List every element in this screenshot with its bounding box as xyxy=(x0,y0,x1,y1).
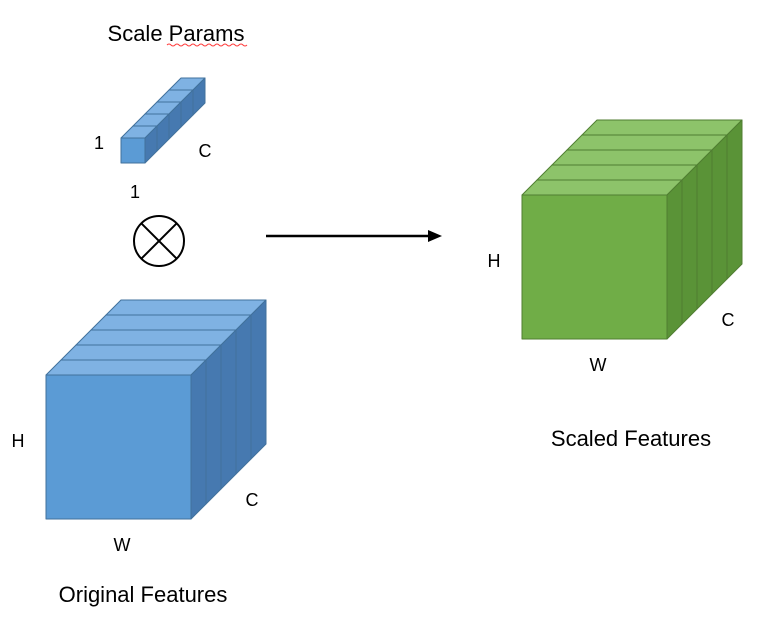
tensor-slice-side xyxy=(220,329,237,490)
tensor-slice-side xyxy=(666,179,683,340)
scale-params-height-label: 1 xyxy=(94,133,104,153)
tensor-slice-front xyxy=(45,374,192,520)
tensor-slice-top xyxy=(566,134,728,151)
tensor-slice-top xyxy=(521,179,683,196)
scale-params-tensor xyxy=(120,77,206,164)
scale-params-width-label: 1 xyxy=(130,182,140,202)
scale-params-group: Scale Params 1 1 C xyxy=(94,21,248,202)
scaled-width-label: W xyxy=(590,355,607,375)
multiply-operator-icon xyxy=(133,215,185,267)
tensor-slice-top xyxy=(75,329,237,346)
tensor-slice-side xyxy=(235,314,252,475)
tensor-slice-side xyxy=(726,119,743,280)
tensor-slice-side xyxy=(711,134,728,295)
original-height-label: H xyxy=(12,431,25,451)
tensor-slice-top xyxy=(105,299,267,316)
tensor-slice-top xyxy=(581,119,743,136)
transform-arrow xyxy=(266,230,442,242)
tensor-slice-top xyxy=(536,164,698,181)
tensor-slice-side xyxy=(250,299,267,460)
tensor-slice-top xyxy=(60,344,222,361)
scale-params-channels-label: C xyxy=(199,141,212,161)
tensor-slice-side xyxy=(190,359,207,520)
spellcheck-underline xyxy=(166,43,248,47)
tensor-slice-side xyxy=(696,149,713,310)
scaled-features-caption: Scaled Features xyxy=(551,426,711,451)
tensor-slice-top xyxy=(45,359,207,376)
scaled-height-label: H xyxy=(488,251,501,271)
original-features-group: H W C Original Features xyxy=(12,299,267,607)
tensor-slice-side xyxy=(681,164,698,325)
original-features-caption: Original Features xyxy=(59,582,228,607)
scale-params-title: Scale Params xyxy=(108,21,245,46)
original-channels-label: C xyxy=(246,490,259,510)
scaled-features-tensor xyxy=(521,119,743,340)
tensor-slice-front xyxy=(120,137,146,164)
scaled-features-group: H W C Scaled Features xyxy=(488,119,743,451)
scaled-channels-label: C xyxy=(722,310,735,330)
tensor-slice-front xyxy=(521,194,668,340)
original-width-label: W xyxy=(114,535,131,555)
original-features-tensor xyxy=(45,299,267,520)
tensor-slice-top xyxy=(90,314,252,331)
tensor-slice-side xyxy=(205,344,222,505)
tensor-slice-top xyxy=(551,149,713,166)
